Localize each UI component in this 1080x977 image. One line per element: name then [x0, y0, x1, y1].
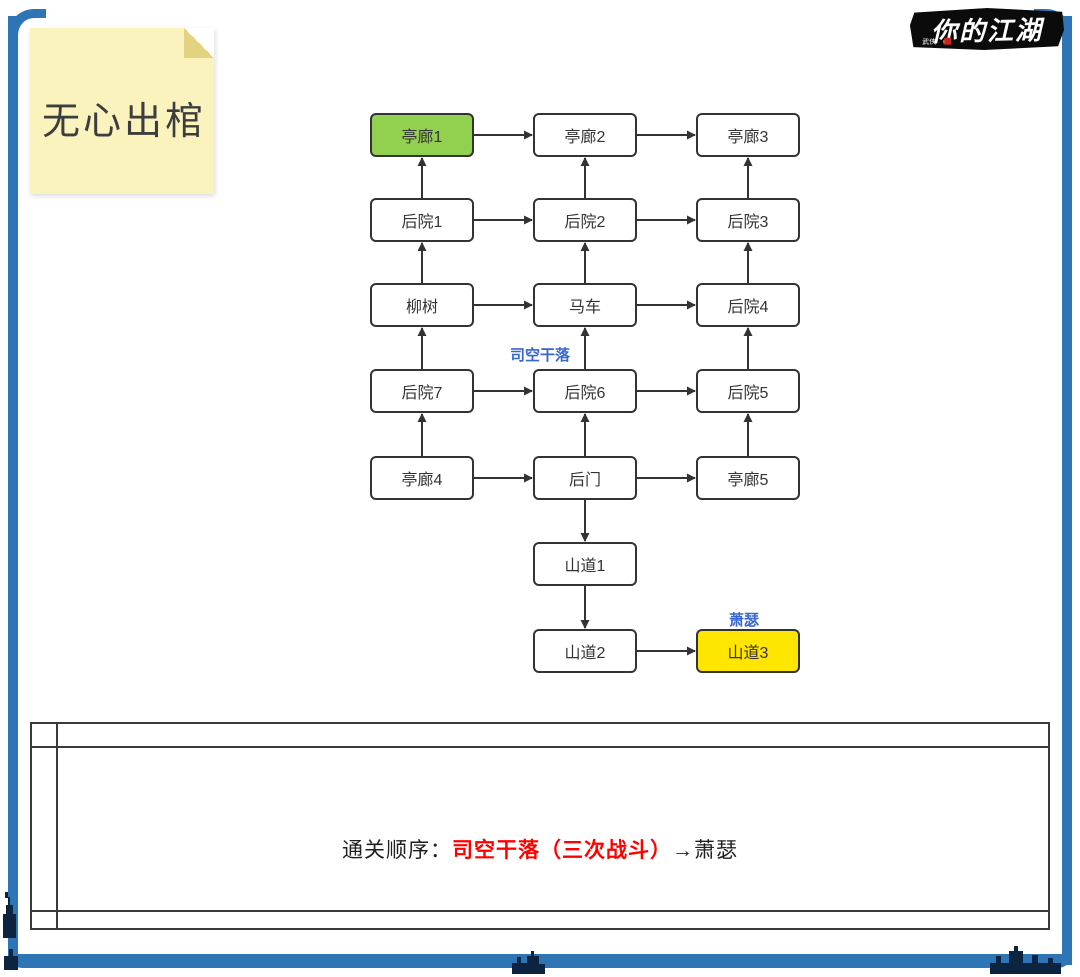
- frame-corner-top-left: [8, 9, 46, 39]
- footer-panel: 通关顺序：司空干落（三次战斗）→萧瑟: [30, 722, 1050, 930]
- sticky-note: 无心出棺: [30, 28, 214, 194]
- diagram-node-tl3: 亭廊3: [696, 113, 800, 157]
- sticky-note-fold-icon: [184, 28, 214, 58]
- diagram-node-hy4: 后院4: [696, 283, 800, 327]
- diagram-node-hy7: 后院7: [370, 369, 474, 413]
- footer-panel-inner-line-top: [32, 746, 1048, 748]
- diagram-node-sd3: 山道3: [696, 629, 800, 673]
- ink-silhouette-bottom-right-icon: [990, 946, 1061, 974]
- diagram-node-sd1: 山道1: [533, 542, 637, 586]
- diagram-node-sd2: 山道2: [533, 629, 637, 673]
- ink-silhouette-left-icon: [3, 892, 16, 938]
- diagram-node-hy6: 后院6: [533, 369, 637, 413]
- clear-order-text: 通关顺序：司空干落（三次战斗）→萧瑟: [342, 834, 738, 864]
- frame-border-left: [8, 16, 18, 965]
- diagram-annotation: 司空干落: [509, 347, 571, 364]
- diagram-node-tl1: 亭廊1: [370, 113, 474, 157]
- diagram-node-ls: 柳树: [370, 283, 474, 327]
- ink-silhouette-bottom-center-icon: [512, 951, 545, 974]
- diagram-annotation: 萧瑟: [728, 612, 760, 629]
- quest-title: 无心出棺: [42, 101, 207, 143]
- frame-border-right: [1062, 16, 1072, 965]
- frame-border-bottom: [8, 954, 1072, 968]
- diagram-node-hy5: 后院5: [696, 369, 800, 413]
- clear-order-highlight: 司空干落（三次战斗）: [452, 839, 672, 862]
- footer-panel-inner-line-bottom: [32, 910, 1048, 912]
- diagram-node-tl5: 亭廊5: [696, 456, 800, 500]
- diagram-node-tl4: 亭廊4: [370, 456, 474, 500]
- diagram-node-hy1: 后院1: [370, 198, 474, 242]
- diagram-node-mc: 马车: [533, 283, 637, 327]
- clear-order-suffix: →萧瑟: [672, 839, 738, 862]
- diagram-node-hy2: 后院2: [533, 198, 637, 242]
- footer-panel-inner-line-left: [56, 724, 58, 928]
- diagram-node-tl2: 亭廊2: [533, 113, 637, 157]
- diagram-node-hy3: 后院3: [696, 198, 800, 242]
- clear-order-prefix: 通关顺序：: [342, 839, 452, 862]
- ink-silhouette-bottom-left-icon: [4, 949, 18, 970]
- diagram-node-hm: 后门: [533, 456, 637, 500]
